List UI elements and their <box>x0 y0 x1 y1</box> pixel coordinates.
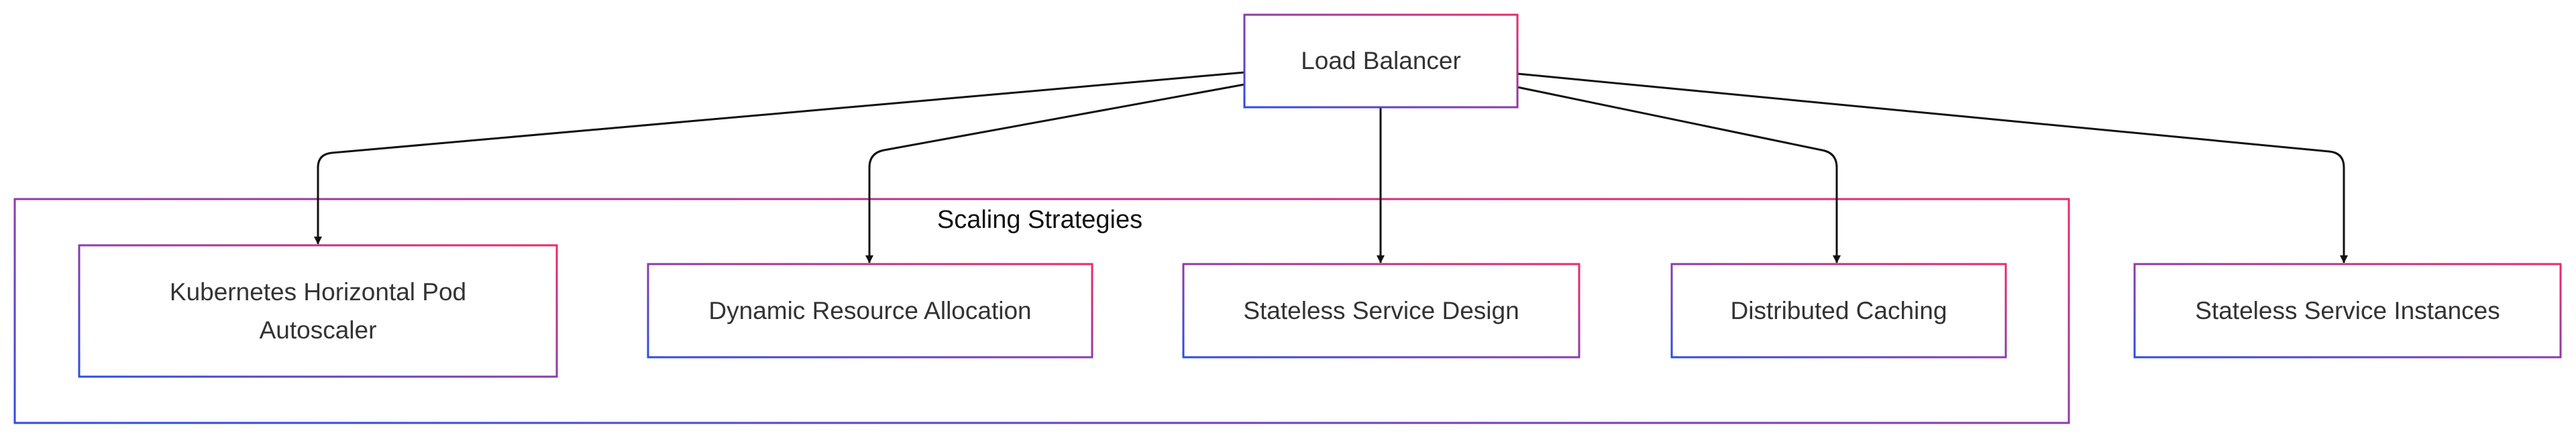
hpa-node <box>78 244 558 378</box>
edge-lb-to-dynamic <box>865 83 1245 263</box>
edge-lb-to-hpa <box>314 71 1245 245</box>
scaling-strategies-group <box>13 198 2070 424</box>
edge-lb-to-instances <box>1517 72 2348 263</box>
dynamic-allocation-node <box>647 263 1093 359</box>
distributed-caching-node <box>1670 263 2007 359</box>
load-balancer-node <box>1243 13 1519 109</box>
edges <box>314 71 2348 263</box>
stateless-instances-node <box>2133 263 2562 359</box>
stateless-design-node <box>1182 263 1580 359</box>
edge-lb-to-caching <box>1517 86 1841 263</box>
